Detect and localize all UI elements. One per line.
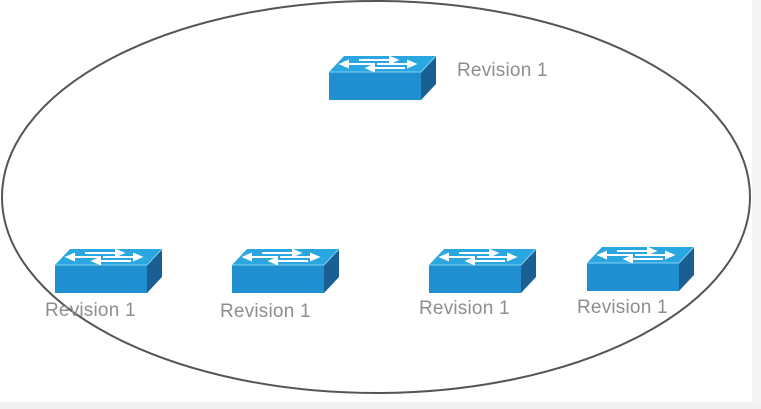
page-edge-bottom: [0, 402, 761, 409]
group-ellipse: [1, 0, 751, 394]
switch-label: Revision 1: [457, 60, 548, 81]
switch-label: Revision 1: [220, 301, 311, 322]
network-switch-icon: [428, 248, 537, 294]
network-switch-icon: [231, 248, 340, 294]
switch-label: Revision 1: [45, 300, 136, 321]
network-switch-icon: [328, 55, 437, 101]
switch-label: Revision 1: [419, 298, 510, 319]
network-switch-icon: [54, 248, 163, 294]
switch-label: Revision 1: [577, 297, 668, 318]
network-switch-icon: [586, 246, 695, 292]
page-edge: [752, 0, 761, 409]
